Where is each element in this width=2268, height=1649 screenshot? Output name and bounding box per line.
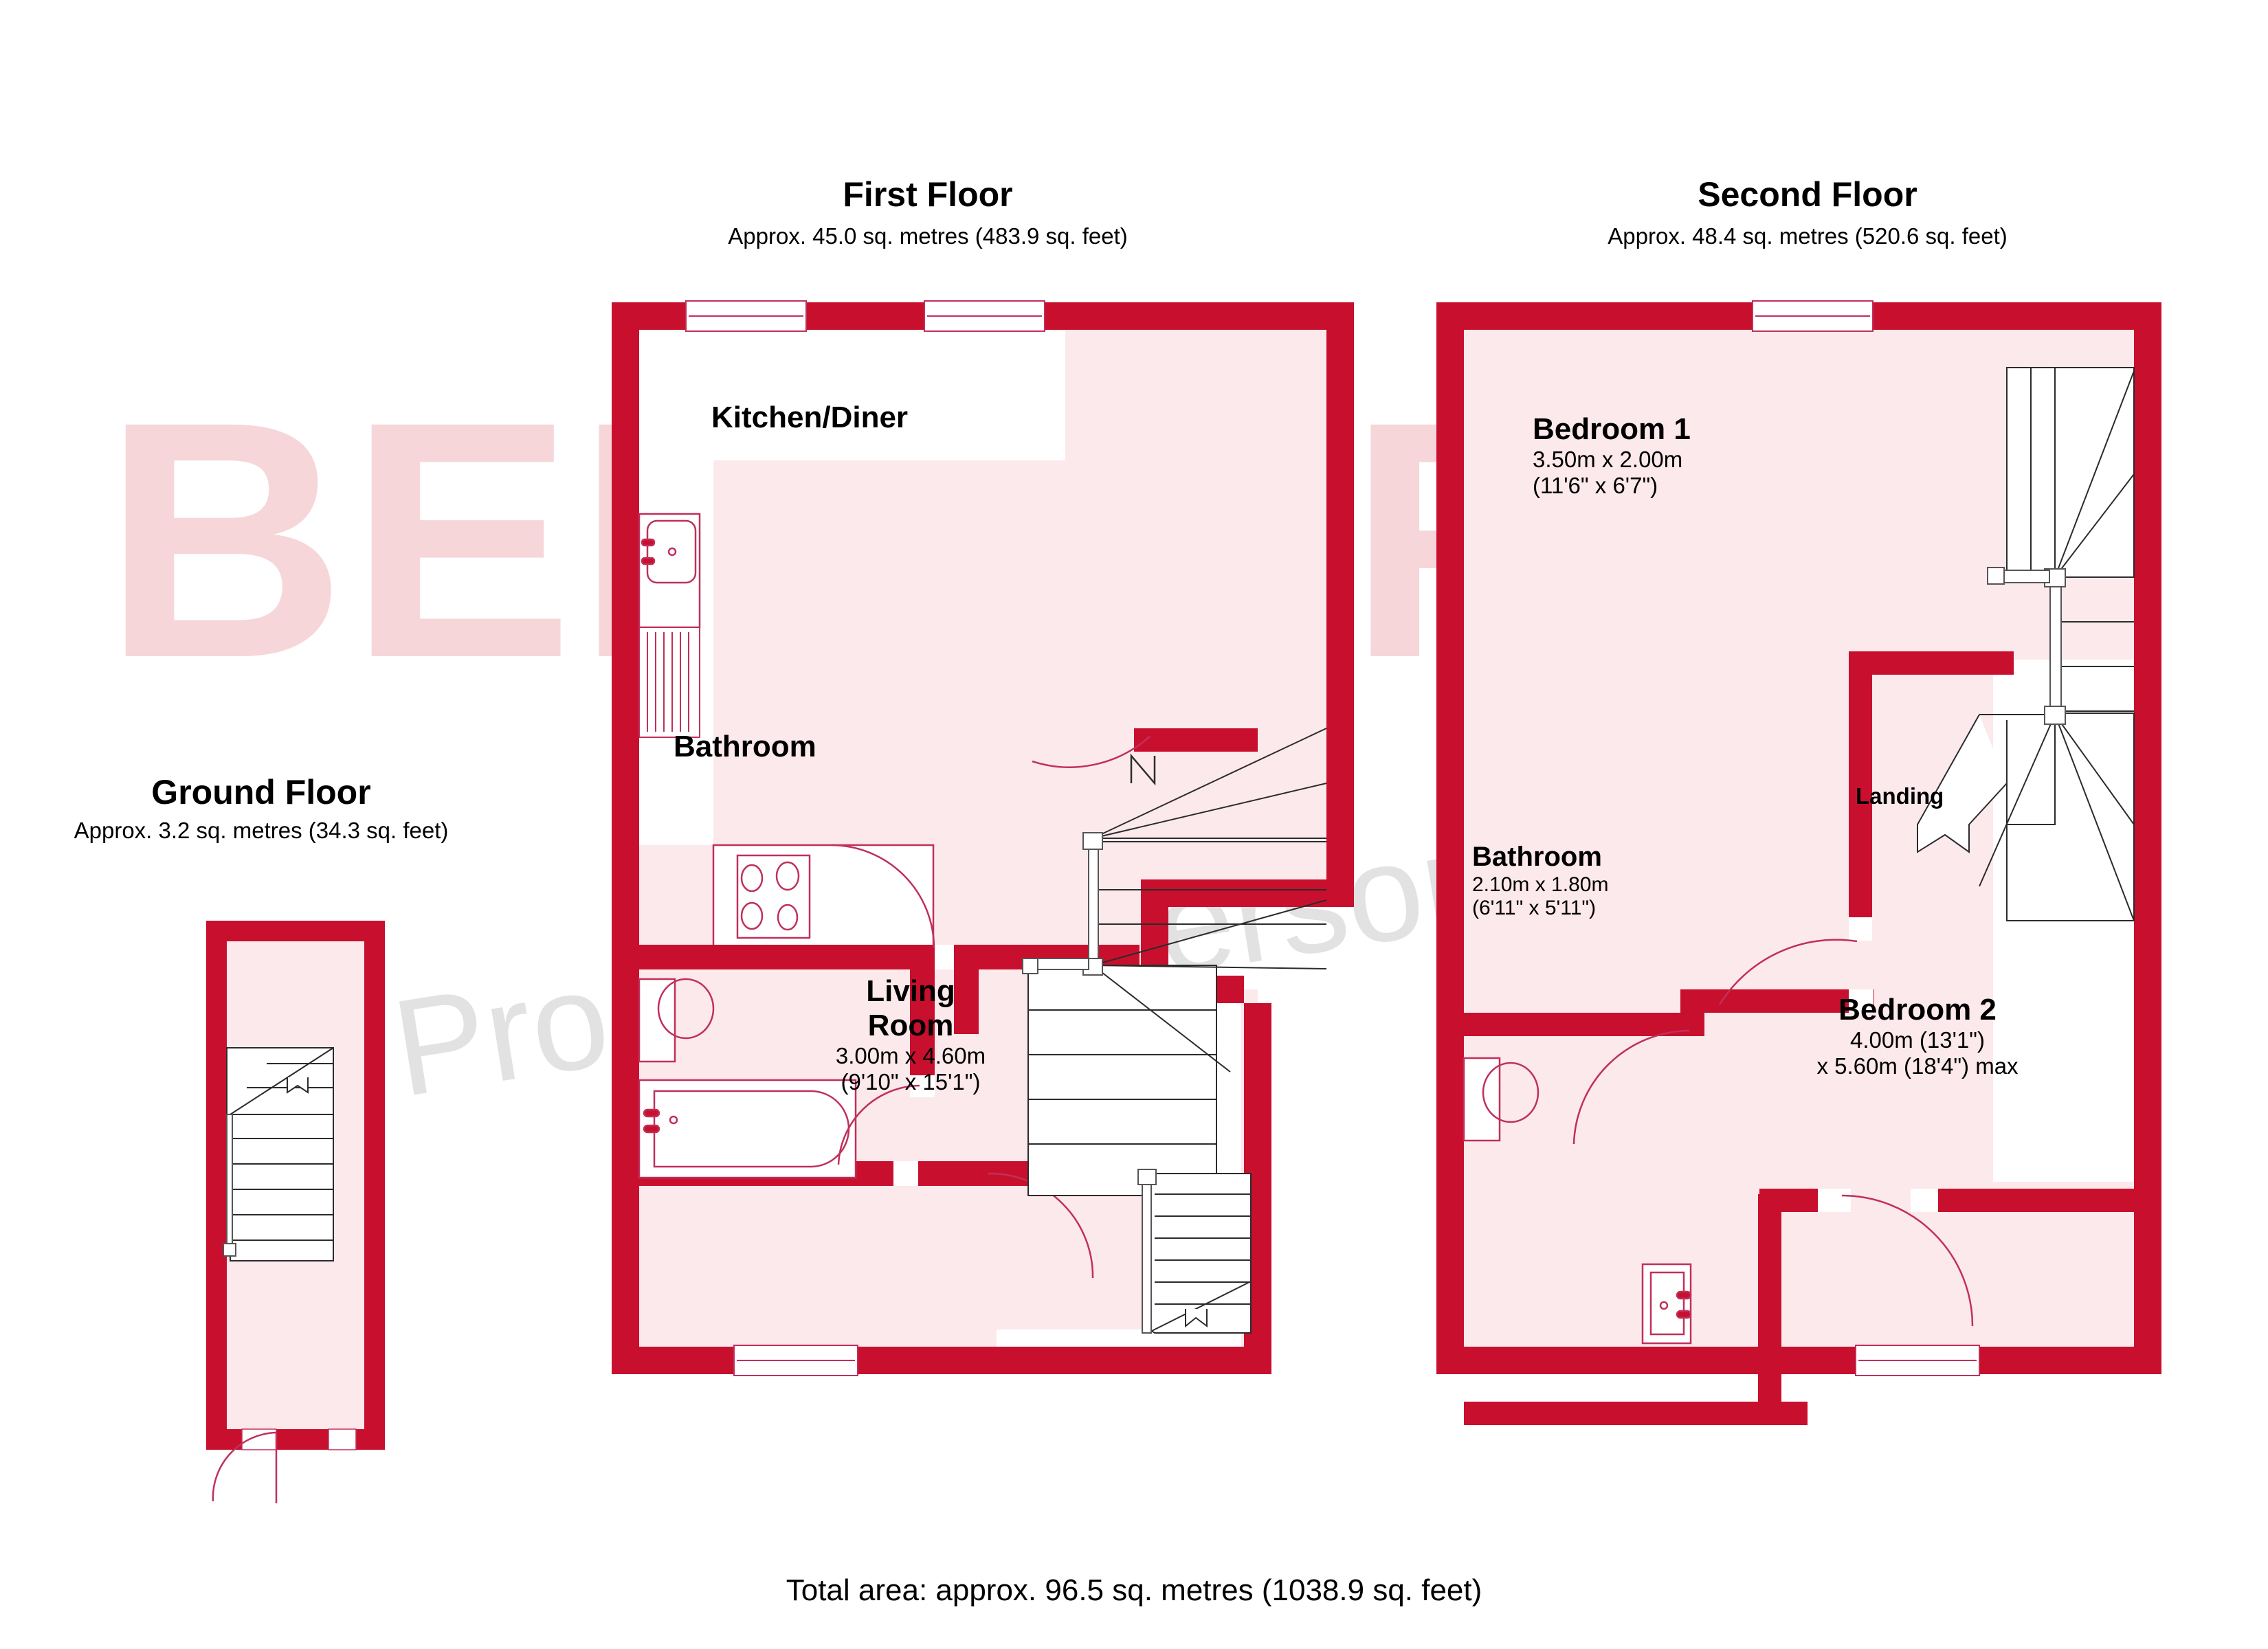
kitchen-sink xyxy=(638,513,701,629)
room-dim-metric: 3.00m x 4.60m xyxy=(835,1043,986,1069)
label-landing: Landing xyxy=(1856,783,1944,809)
label-living-room: Living Room 3.00m x 4.60m (9'10" x 15'1"… xyxy=(756,974,1065,1095)
bathroom-toilet xyxy=(638,978,715,1063)
ground-floor-area: Approx. 3.2 sq. metres (34.3 sq. feet) xyxy=(74,818,449,843)
door-swing-kitchen xyxy=(831,844,935,949)
door-swing-bedroom1 xyxy=(1718,939,1858,1005)
wall-bedroom2-top xyxy=(1911,1189,2134,1212)
second-floor-stairs xyxy=(1917,367,2135,921)
door-swing-living xyxy=(988,1172,1094,1279)
room-name: Kitchen/Diner xyxy=(711,401,909,434)
room-dim-metric: 3.50m x 2.00m xyxy=(1533,447,1683,473)
window xyxy=(1752,300,1980,1376)
room-dim-metric: 2.10m x 1.80m xyxy=(1472,873,1609,896)
label-bathroom-second: Bathroom 2.10m x 1.80m (6'11" x 5'11") xyxy=(1472,842,1608,920)
kitchen-unit-hatch xyxy=(638,627,700,738)
wall-kitchen-bathroom xyxy=(639,945,935,969)
room-dim-imperial: (11'6" x 6'7") xyxy=(1533,472,1658,498)
room-name: Bedroom 2 xyxy=(1838,993,1997,1027)
room-dim-imperial: (9'10" x 15'1") xyxy=(841,1068,981,1095)
first-floor-lower-stairs xyxy=(1144,1173,1252,1334)
kitchen-hob xyxy=(712,844,935,950)
wall-bathroom-right xyxy=(910,945,935,1082)
room-name: Landing xyxy=(1856,783,1944,809)
first-floor-title: First Floor xyxy=(843,175,1013,214)
label-bedroom-2: Bedroom 2 4.00m (13'1") x 5.60m (18'4") … xyxy=(1739,993,2096,1079)
door-swing-bathroom xyxy=(837,1084,920,1165)
first-floor-plan xyxy=(612,300,1354,1376)
ground-floor-staircase xyxy=(226,1047,334,1261)
second-floor-title: Second Floor xyxy=(1698,175,1917,214)
wall-bedroom1-landing-top xyxy=(1849,651,2014,675)
second-floor-area: Approx. 48.4 sq. metres (520.6 sq. feet) xyxy=(1608,223,2008,249)
total-area-text: Total area: approx. 96.5 sq. metres (103… xyxy=(786,1573,1482,1607)
door-swing-bathroom2 xyxy=(1572,1029,1690,1145)
room-dim-imperial: x 5.60m (18'4") max xyxy=(1816,1053,2019,1079)
ground-floor-plan xyxy=(206,921,385,1503)
wall-landing-top xyxy=(1134,728,1258,752)
label-kitchen-diner: Kitchen/Diner xyxy=(711,401,908,435)
room-dim-metric: 4.00m (13'1") xyxy=(1850,1027,1985,1053)
ground-floor-title: Ground Floor xyxy=(151,773,371,811)
room-name-line1: Living xyxy=(866,974,955,1008)
wall-bathroom-bedroom2-vert xyxy=(1758,1194,1781,1425)
window xyxy=(685,300,1045,332)
room-dim-imperial: (6'11" x 5'11") xyxy=(1472,896,1597,919)
door-swing-hall xyxy=(1032,735,1150,768)
room-name: Bedroom 1 xyxy=(1533,412,1691,446)
room-name: Bathroom xyxy=(674,730,816,763)
second-floor-plan xyxy=(1436,300,2161,1425)
room-name: Bathroom xyxy=(1472,842,1602,872)
bathroom2-toilet xyxy=(1463,1057,1539,1142)
window xyxy=(733,1345,858,1376)
first-floor-area: Approx. 45.0 sq. metres (483.9 sq. feet) xyxy=(728,223,1128,249)
room-name-line2: Room xyxy=(867,1009,954,1043)
wall-landing-bathroom xyxy=(1680,989,1874,1013)
door-swing-bedroom2 xyxy=(1841,1194,1974,1327)
bathroom2-basin xyxy=(1641,1263,1692,1345)
ground-floor-walls xyxy=(206,921,385,1450)
label-bedroom-1: Bedroom 1 3.50m x 2.00m (11'6" x 6'7") xyxy=(1533,412,1691,498)
bathroom-bathtub xyxy=(638,1079,857,1179)
label-bathroom-first: Bathroom xyxy=(674,730,816,764)
wall-bedroom1-landing-vert xyxy=(1849,651,1872,940)
